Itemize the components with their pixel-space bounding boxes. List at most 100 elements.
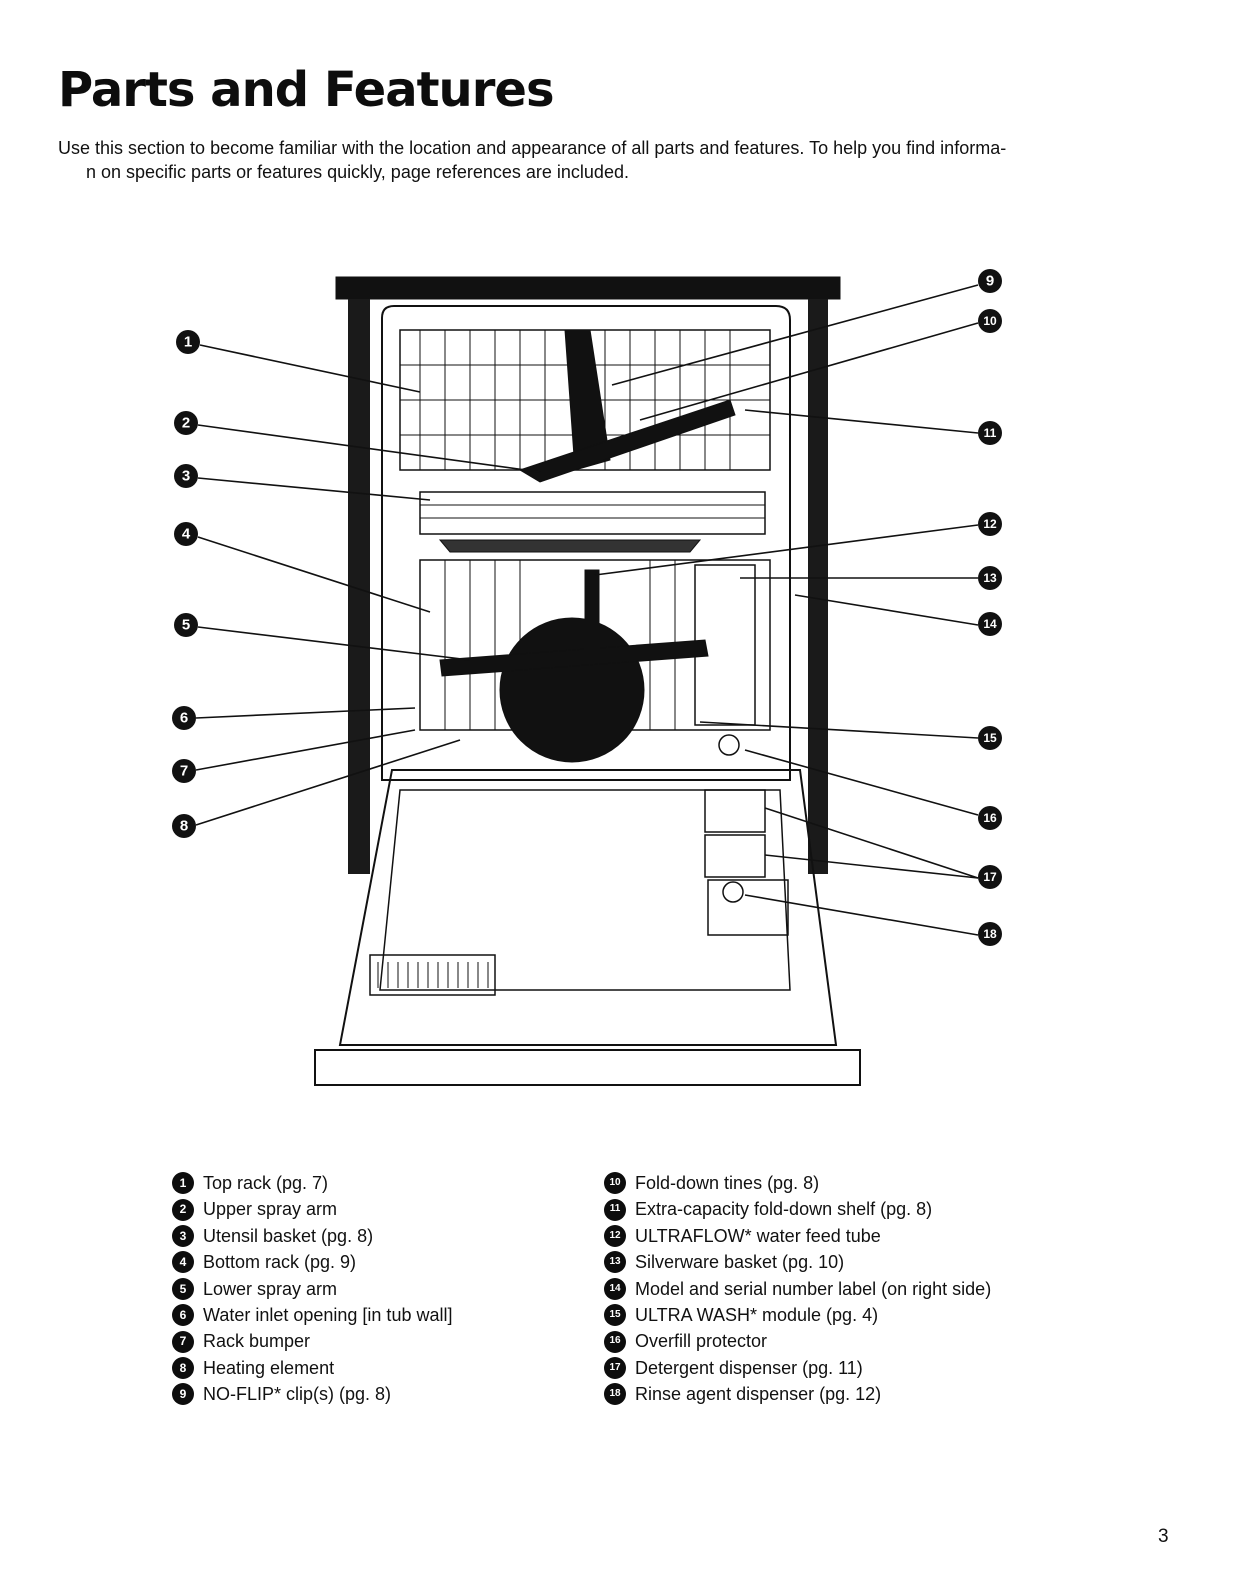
legend-text: Heating element: [203, 1357, 335, 1378]
badge: 11: [604, 1198, 626, 1221]
legend-text: Rinse agent dispenser (pg. 12): [635, 1384, 882, 1405]
legend-text: Extra-capacity fold-down shelf (pg. 8): [635, 1199, 933, 1220]
top-rack-base: [438, 539, 702, 553]
leader-10: [639, 322, 979, 421]
badge: 14: [604, 1277, 626, 1300]
right-cabinet-side: [808, 299, 828, 874]
bottom-rack-outline: [419, 559, 771, 731]
badge: 15: [604, 1304, 626, 1327]
water-feed-tube-shape: [584, 569, 600, 661]
callout-13: 13: [978, 566, 1002, 590]
utensil-basket-slots: [420, 504, 765, 519]
intro-paragraph: Use this section to become familiar with…: [58, 136, 1138, 184]
badge: 16: [604, 1330, 626, 1353]
svg-text:5: 5: [182, 617, 190, 634]
leader-9: [611, 284, 979, 386]
detergent-lid-shape: [704, 834, 766, 878]
leader-14: [794, 594, 979, 626]
callout-7: 7: [172, 759, 196, 783]
leader-6: [195, 707, 416, 719]
leader-16: [744, 749, 979, 816]
legend-text: Top rack (pg. 7): [203, 1173, 329, 1193]
svg-text:18: 18: [983, 927, 997, 941]
svg-text:9: 9: [986, 273, 994, 290]
callout-15: 15: [978, 726, 1002, 750]
callout-5: 5: [174, 613, 198, 637]
badge: 10: [604, 1172, 626, 1195]
leader-15: [699, 721, 979, 739]
legend-text: Model and serial number label (on right …: [635, 1278, 992, 1299]
callout-1: 1: [176, 330, 200, 354]
callout-12: 12: [978, 512, 1002, 536]
callout-16: 16: [978, 806, 1002, 830]
leader-17b: [764, 854, 979, 879]
svg-text:14: 14: [983, 617, 997, 631]
badge: 4: [172, 1251, 194, 1274]
legend-text: Water inlet opening [in tub wall]: [203, 1304, 453, 1325]
leader-17a: [764, 807, 979, 879]
utensil-basket-shape: [419, 491, 766, 535]
intro-line-1: Use this section to become familiar with…: [58, 138, 1007, 158]
legend-text: Utensil basket (pg. 8): [203, 1225, 374, 1246]
lower-spray-arm-hub: [499, 617, 645, 763]
svg-text:8: 8: [180, 818, 188, 835]
leader-18: [744, 894, 979, 936]
top-rack-outline: [399, 329, 771, 471]
leader-1: [199, 344, 421, 393]
dishwasher-illustration: [314, 276, 861, 1086]
leader-2: [197, 424, 541, 473]
svg-text:7: 7: [180, 763, 188, 780]
svg-text:11: 11: [984, 426, 997, 440]
page-title: Parts and Features: [58, 62, 555, 118]
legend-item: 4 Bottom rack (pg. 9): [172, 1249, 452, 1275]
callout-4: 4: [174, 522, 198, 546]
svg-text:10: 10: [983, 314, 997, 328]
legend-text: Rack bumper: [203, 1331, 311, 1352]
svg-text:16: 16: [983, 811, 997, 825]
svg-text:13: 13: [983, 571, 997, 585]
upper-spray-arm-shape: [518, 399, 736, 483]
svg-text:6: 6: [180, 710, 188, 727]
svg-text:2: 2: [182, 415, 190, 432]
badge: 3: [172, 1224, 194, 1247]
legend-item: 3 Utensil basket (pg. 8): [172, 1223, 452, 1249]
svg-text:17: 17: [983, 870, 997, 884]
legend-text: Overfill protector: [635, 1331, 768, 1352]
leader-8: [195, 739, 461, 826]
legend-text: Detergent dispenser (pg. 11): [635, 1357, 863, 1378]
door-inner-panel: [338, 769, 838, 1046]
legend-text: Bottom rack (pg. 9): [203, 1252, 357, 1273]
countertop-edge: [335, 276, 841, 300]
legend-item: 14 Model and serial number label (on righ…: [604, 1276, 991, 1302]
badge: 8: [172, 1356, 194, 1379]
legend-text: ULTRAFLOW* water feed tube: [635, 1225, 881, 1246]
tub-interior: [381, 305, 791, 781]
rinse-agent-shape: [707, 879, 789, 936]
legend-text: Lower spray arm: [203, 1278, 338, 1299]
detergent-cup-shape: [704, 789, 766, 833]
page-number: 3: [1158, 1526, 1169, 1547]
leader-lines: [195, 284, 979, 936]
overfill-float: [718, 734, 740, 756]
callout-8: 8: [172, 814, 196, 838]
callout-18: 18: [978, 922, 1002, 946]
svg-text:15: 15: [983, 731, 997, 745]
leader-7: [195, 729, 416, 771]
badge: 1: [172, 1172, 194, 1195]
left-cabinet-side: [348, 299, 370, 874]
callout-17: 17: [978, 865, 1002, 889]
badge: 6: [172, 1304, 194, 1327]
leader-12: [594, 524, 979, 576]
badge: 9: [172, 1383, 194, 1406]
callout-10: 10: [978, 309, 1002, 333]
intro-line-2: n on specific parts or features quickly,…: [86, 162, 629, 182]
callout-9: 9: [978, 269, 1002, 293]
